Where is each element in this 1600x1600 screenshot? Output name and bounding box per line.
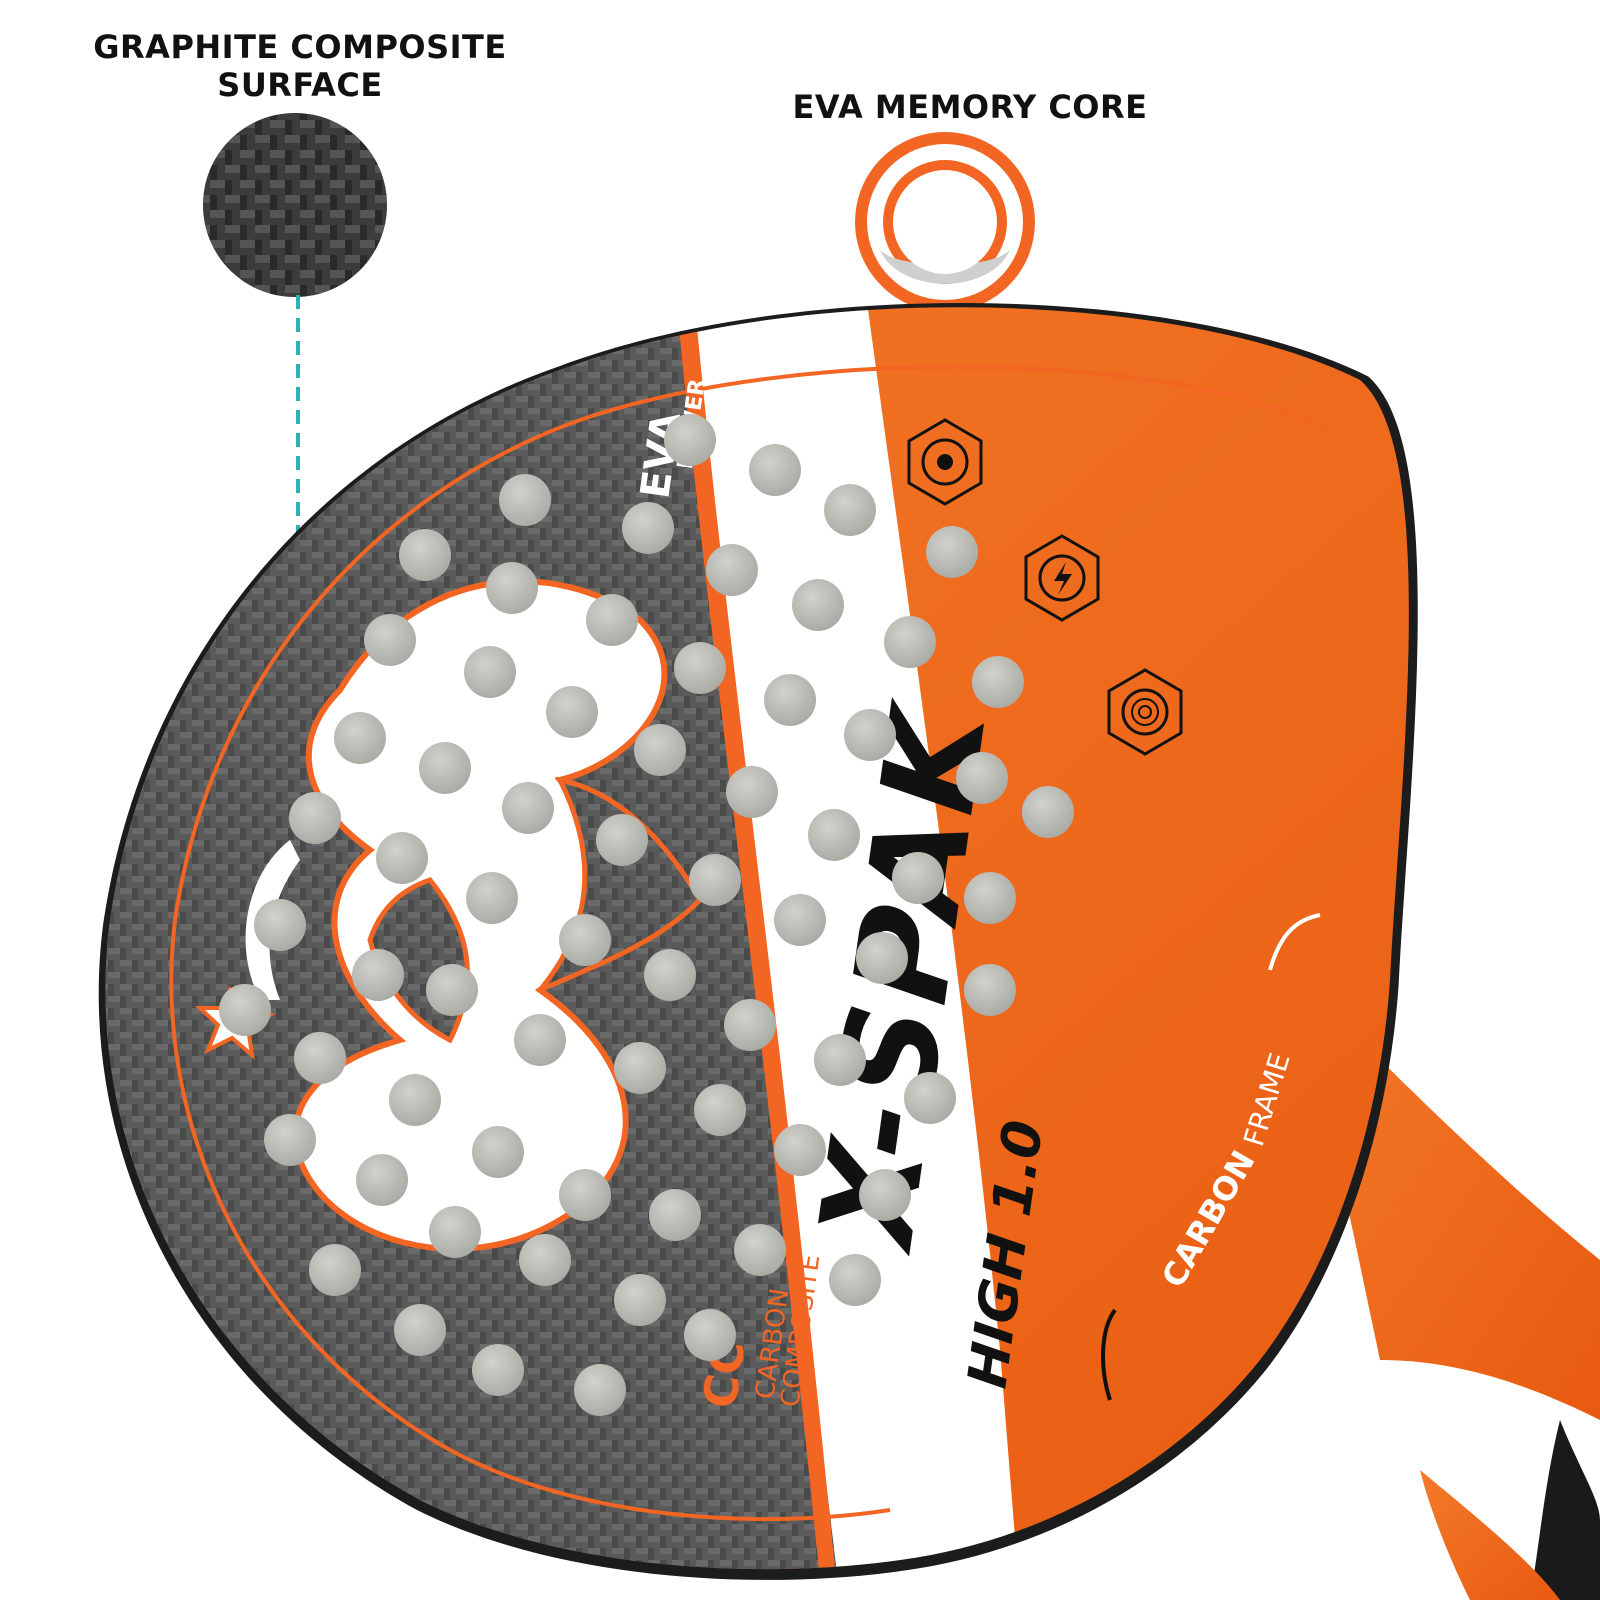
hole [574,1364,626,1416]
hole [426,964,478,1016]
hole [429,1206,481,1258]
hole [394,1304,446,1356]
hole [649,1189,701,1241]
hole [419,742,471,794]
hole [622,502,674,554]
lightning-icon [1054,562,1072,595]
hole [904,1072,956,1124]
hole [674,642,726,694]
hole [964,872,1016,924]
hole [486,562,538,614]
hole [774,1124,826,1176]
hole [519,1234,571,1286]
hole [644,949,696,1001]
hole [844,709,896,761]
hole [389,1074,441,1126]
hole [634,724,686,776]
hole [472,1126,524,1178]
hole [859,1169,911,1221]
hole [829,1254,881,1306]
hole [264,1114,316,1166]
hole [254,899,306,951]
hole [294,1032,346,1084]
paddle-holes [219,414,1074,1416]
hole [514,1014,566,1066]
hole [884,616,936,668]
hole [956,752,1008,804]
hole [664,414,716,466]
hole [596,814,648,866]
graphite-swatch [203,113,387,297]
hole [464,646,516,698]
hole [856,932,908,984]
badge-spin [1024,534,1100,622]
badge-control [907,418,983,506]
hole [352,949,404,1001]
hole [684,1309,736,1361]
hole [972,656,1024,708]
hole [586,594,638,646]
hole [499,474,551,526]
hole [472,1344,524,1396]
hole [764,674,816,726]
hole [724,999,776,1051]
hole [892,852,944,904]
hole [356,1154,408,1206]
hole [926,526,978,578]
hole [808,809,860,861]
hole [309,1244,361,1296]
hole [376,832,428,884]
hole [694,1084,746,1136]
hole [726,766,778,818]
hole [399,529,451,581]
hole [774,894,826,946]
hole [219,984,271,1036]
hole [502,782,554,834]
eva-core-swatch [855,132,1035,312]
hole [1022,786,1074,838]
hole [689,854,741,906]
hole [614,1274,666,1326]
hole [546,686,598,738]
hole [792,579,844,631]
hole [466,872,518,924]
hole [364,614,416,666]
rings-icon [1131,698,1159,726]
target-icon [937,454,953,470]
hole [824,484,876,536]
hole [706,544,758,596]
eva-callout-title: EVA MEMORY CORE [792,88,1148,126]
hole [289,792,341,844]
hole [559,1169,611,1221]
hole [814,1034,866,1086]
hole [559,914,611,966]
hole [749,444,801,496]
hole [334,712,386,764]
hole [964,964,1016,1016]
badge-impact [1107,668,1183,756]
hole [734,1224,786,1276]
hole [614,1042,666,1094]
